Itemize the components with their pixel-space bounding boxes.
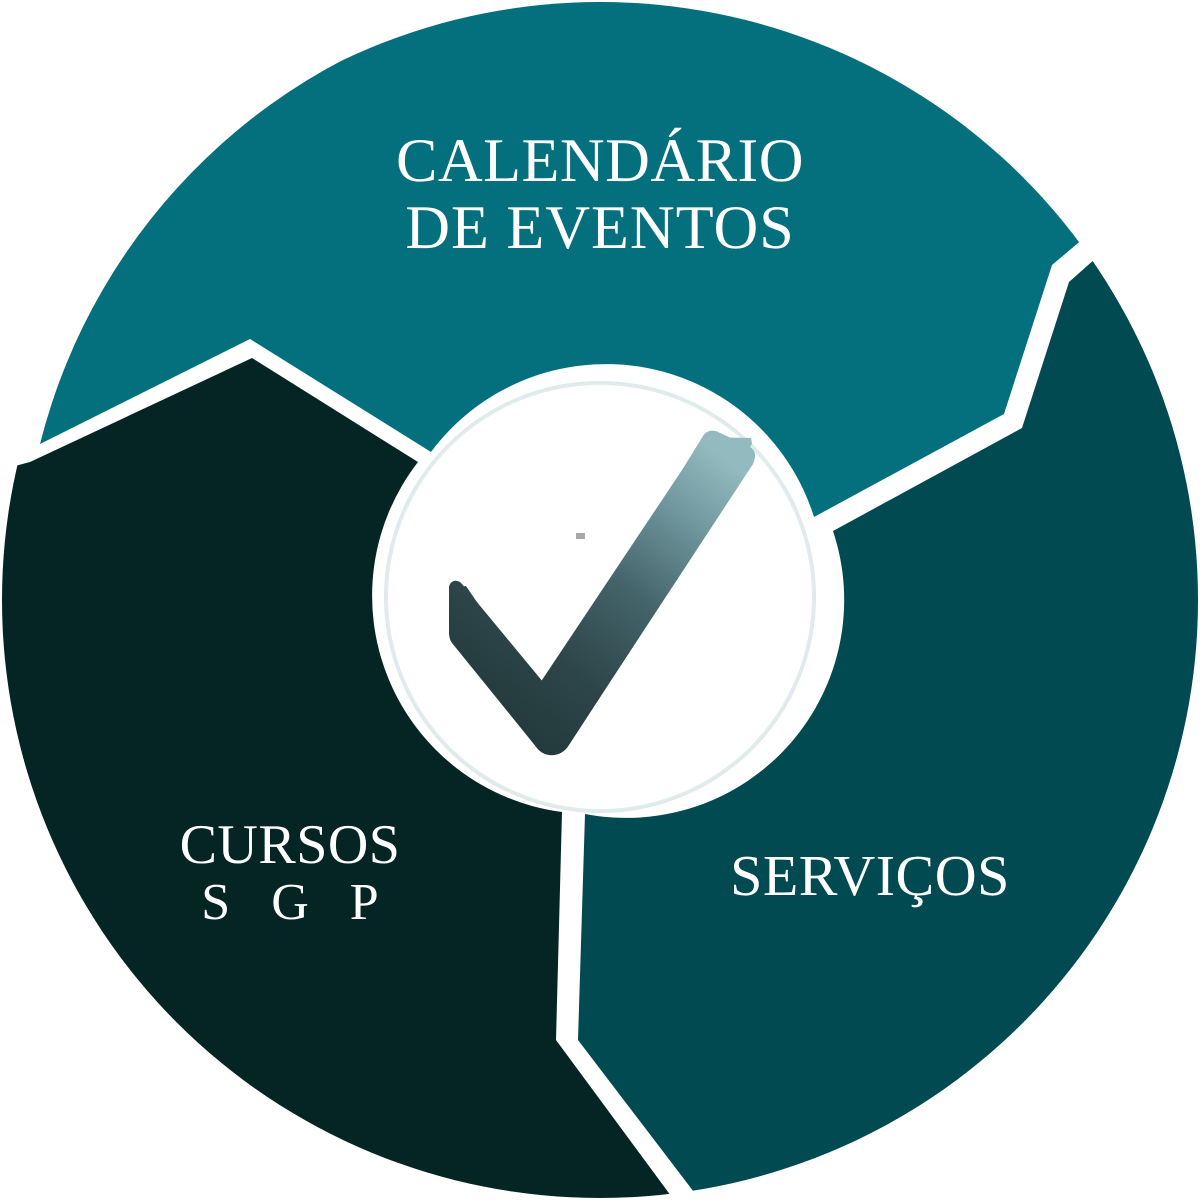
segment-shape-cursos[interactable] [0,358,674,1200]
segment-label-cursos-line2: S G P [201,874,393,932]
segment-label-servicos-line1: SERVIÇOS [730,843,1010,908]
segment-shape-calendario[interactable] [40,0,1096,517]
segment-label-servicos[interactable]: SERVIÇOS [620,843,1120,908]
check-mark-icon-thick [449,430,756,756]
segment-label-cursos[interactable]: CURSOS S G P [40,815,540,932]
segment-label-calendario-line2: DE EVENTOS [405,193,795,262]
segment-label-calendario[interactable]: CALENDÁRIO DE EVENTOS [0,128,1200,262]
segment-label-cursos-line1: CURSOS [179,814,401,876]
segment-shape-servicos[interactable] [578,243,1200,1200]
artifact-speck [576,533,585,539]
segment-label-calendario-line1: CALENDÁRIO [396,127,804,195]
